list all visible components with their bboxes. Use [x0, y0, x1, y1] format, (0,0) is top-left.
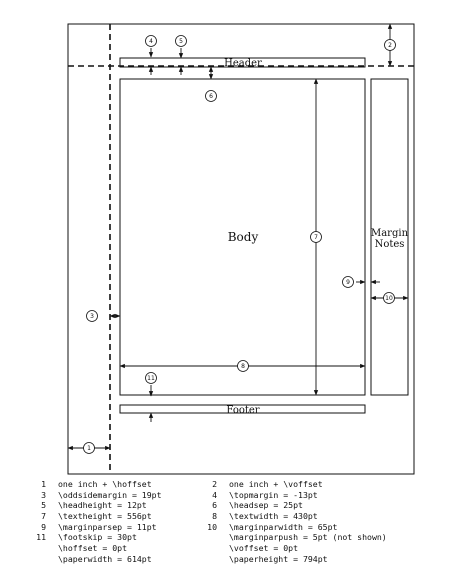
- dimension-markers: 1 2 3 4 5 6 7 8 9 10 11: [83, 35, 396, 454]
- legend-number: 8: [212, 511, 217, 522]
- marker-number-1: 1: [87, 445, 91, 452]
- legend-row: 11 \footskip = 30pt \marginparpush = 5pt (…: [28, 532, 448, 543]
- marker-number-5: 5: [179, 38, 183, 45]
- legend-number: 10: [207, 521, 217, 532]
- legend-row: \hoffset = 0pt \voffset = 0pt: [28, 543, 448, 554]
- margin-notes-label-line1: Margin: [371, 228, 409, 239]
- page-layout-diagram: Header Body Margin Notes Footer 1 2 3 4 5 6 7 8…: [67, 23, 415, 475]
- marker-circle-11: [145, 372, 157, 384]
- marker-circle-9: [342, 276, 354, 288]
- marker-circle-7: [310, 231, 322, 243]
- legend-entry: \paperheight = 794pt: [229, 553, 328, 564]
- legend-number: 2: [212, 479, 217, 489]
- margin-notes-box: [370, 78, 409, 396]
- header-box: [119, 57, 366, 68]
- legend-row: 1 one inch + \hoffset 2 one inch + \voffset: [28, 479, 448, 490]
- legend-number: 1: [41, 479, 46, 489]
- legend-number: 4: [212, 489, 217, 500]
- footer-label: Footer: [226, 405, 259, 416]
- legend-entry: \hoffset = 0pt: [58, 543, 128, 554]
- marker-number-8: 8: [241, 363, 245, 370]
- marker-number-7: 7: [314, 234, 318, 241]
- legend-row: 5 \headheight = 12pt 6 \headsep = 25pt: [28, 500, 448, 511]
- legend-number: 5: [41, 500, 46, 511]
- legend-number: [203, 532, 217, 543]
- legend-entry: \marginparwidth = 65pt: [229, 521, 338, 532]
- legend-number: 6: [212, 500, 217, 511]
- marker-circle-10: [383, 292, 395, 304]
- marker-circle-6: [205, 90, 217, 102]
- legend-number: 3: [41, 489, 46, 500]
- paper-outline: [67, 23, 415, 475]
- marker-number-10: 10: [385, 295, 393, 302]
- marker-circle-4: [145, 35, 157, 47]
- legend-entry: \textheight = 556pt: [58, 511, 152, 522]
- marker-circle-5: [175, 35, 187, 47]
- legend-entry: \topmargin = -13pt: [229, 489, 318, 500]
- legend-number: 11: [36, 532, 46, 543]
- marker-circle-8: [237, 360, 249, 372]
- legend-entry: \textwidth = 430pt: [229, 511, 318, 522]
- legend-entry: one inch + \hoffset: [58, 479, 152, 489]
- legend-number: [203, 554, 217, 565]
- legend-entry: \voffset = 0pt: [229, 543, 299, 554]
- marker-number-6: 6: [209, 93, 213, 100]
- legend-number: 9: [41, 521, 46, 532]
- legend-entry: \oddsidemargin = 19pt: [58, 489, 162, 500]
- legend-row: 3 \oddsidemargin = 19pt 4 \topmargin = -13p…: [28, 490, 448, 501]
- legend-row: \paperwidth = 614pt \paperheight = 794pt: [28, 554, 448, 565]
- marker-number-3: 3: [90, 313, 94, 320]
- marker-circle-2: [384, 39, 396, 51]
- marker-number-4: 4: [149, 38, 153, 45]
- legend-entry: \paperwidth = 614pt: [58, 553, 152, 564]
- footer-box: [119, 404, 366, 414]
- dimension-legend: 1 one inch + \hoffset 2 one inch + \voffset…: [28, 479, 448, 565]
- marker-number-11: 11: [147, 375, 155, 382]
- marker-circle-3: [86, 310, 98, 322]
- legend-row: 7 \textheight = 556pt 8 \textwidth = 430pt: [28, 511, 448, 522]
- legend-entry: one inch + \voffset: [229, 479, 323, 489]
- marker-number-9: 9: [346, 279, 350, 286]
- marker-number-2: 2: [388, 42, 392, 49]
- body-label: Body: [228, 230, 259, 244]
- header-label: Header: [224, 58, 262, 69]
- legend-entry: \headsep = 25pt: [229, 500, 303, 511]
- legend-row: 9 \marginparsep = 11pt 10 \marginparwidth =…: [28, 522, 448, 533]
- legend-number: [203, 543, 217, 554]
- body-box: [119, 78, 366, 396]
- legend-number: [28, 554, 46, 565]
- legend-entry: \marginparpush = 5pt (not shown): [229, 532, 387, 543]
- margin-notes-label-line2: Notes: [375, 239, 405, 250]
- legend-entry: \footskip = 30pt: [58, 532, 137, 543]
- legend-number: [28, 543, 46, 554]
- marker-circle-1: [83, 442, 95, 454]
- legend-entry: \headheight = 12pt: [58, 500, 147, 511]
- legend-number: 7: [41, 511, 46, 522]
- legend-entry: \marginparsep = 11pt: [58, 521, 157, 532]
